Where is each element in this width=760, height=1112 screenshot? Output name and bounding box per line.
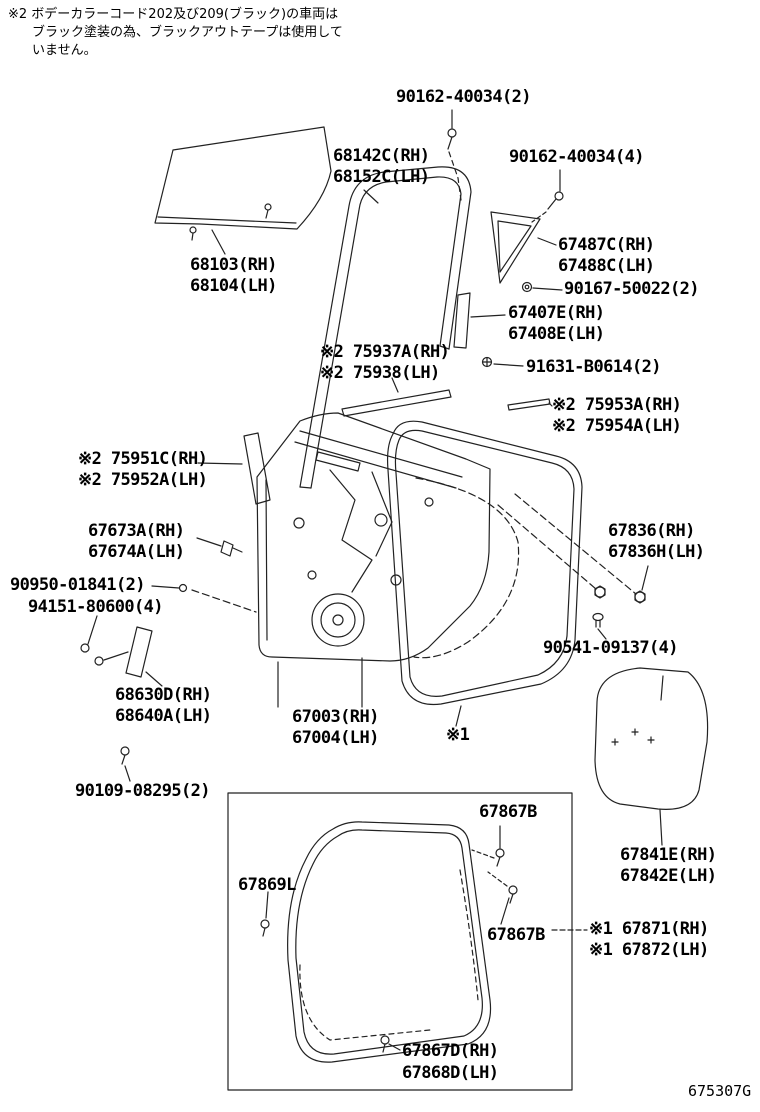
inset-box (227, 792, 573, 1091)
label-67872-LH: ※1 67872(LH) (589, 940, 709, 960)
blackout-tape-75951-shape (197, 432, 271, 505)
label-68630D-RH: 68630D(RH) (115, 685, 212, 705)
grommet-90541-icon (592, 612, 607, 640)
label-68104-LH: 68104(LH) (190, 276, 277, 296)
label-67871-RH: ※1 67871(RH) (589, 919, 709, 939)
label-67673A-RH: 67673A(RH) (88, 521, 185, 541)
label-67867D-RH: 67867D(RH) (402, 1041, 499, 1061)
label-75937A-RH: ※2 75937A(RH) (320, 342, 450, 362)
label-67004-LH: 67004(LH) (292, 728, 379, 748)
door-glass-shape (154, 126, 332, 255)
glass-run-channel-shape (299, 166, 472, 489)
screw-90950-icon (151, 583, 188, 593)
label-ref-1: ※1 (446, 725, 470, 745)
label-75954A-LH: ※2 75954A(LH) (552, 416, 682, 436)
label-67487C-RH: 67487C(RH) (558, 235, 655, 255)
label-67003-RH: 67003(RH) (292, 707, 379, 727)
label-67674A-LH: 67674A(LH) (88, 542, 185, 562)
bolt-67836-icon (594, 565, 649, 604)
label-90162-40034-4: 90162-40034(4) (509, 147, 644, 167)
clip-67673-icon (196, 537, 243, 557)
quarter-channel-67407-shape (453, 292, 506, 349)
panel-leader-lines (277, 657, 363, 708)
label-75938-LH: ※2 75938(LH) (320, 363, 440, 383)
label-67867B-mid: 67867B (487, 925, 545, 945)
screw-67867B-mid-icon (487, 871, 518, 925)
screw-67867D-icon (380, 1035, 401, 1053)
label-68142C-RH: 68142C(RH) (333, 146, 430, 166)
label-67841E-RH: 67841E(RH) (620, 845, 717, 865)
label-94151-80600-4: 94151-80600(4) (28, 597, 163, 617)
label-67869L: 67869L (238, 875, 296, 895)
screw-90162-2-icon (447, 109, 462, 201)
weatherstrip-67871-shape (287, 821, 492, 1063)
label-90541-09137-4: 90541-09137(4) (543, 638, 678, 658)
door-pad-shape (594, 667, 709, 846)
label-90167-50022-2: 90167-50022(2) (564, 279, 699, 299)
label-67868D-LH: 67868D(LH) (402, 1063, 499, 1083)
weatherstrip-door-opening-shape (386, 420, 583, 727)
label-75952A-LH: ※2 75952A(LH) (78, 470, 208, 490)
door-panel-shape (256, 412, 491, 662)
bolt-94151-icon (80, 615, 104, 666)
label-67408E-LH: 67408E(LH) (508, 324, 605, 344)
label-90162-40034-2: 90162-40034(2) (396, 87, 531, 107)
blackout-tape-75953-shape (507, 398, 553, 411)
label-67407E-RH: 67407E(RH) (508, 303, 605, 323)
screw-67867B-top-icon (471, 825, 505, 867)
blackout-tape-75937-shape (341, 377, 452, 417)
label-67488C-LH: 67488C(LH) (558, 256, 655, 276)
label-68103-RH: 68103(RH) (190, 255, 277, 275)
label-67836-RH: 67836(RH) (608, 521, 695, 541)
note-line-2: ブラック塗装の為、ブラックアウトテープは使用して (32, 25, 343, 40)
clip-67869-icon (260, 891, 270, 937)
door-check-shape (103, 626, 163, 687)
screw-91631-icon (481, 356, 524, 368)
label-68640A-LH: 68640A(LH) (115, 706, 212, 726)
screw-90162-4-icon (531, 169, 564, 223)
label-67842E-LH: 67842E(LH) (620, 866, 717, 886)
door-outline-dashed (191, 477, 637, 659)
label-75951C-RH: ※2 75951C(RH) (78, 449, 208, 469)
label-68152C-LH: 68152C(LH) (333, 167, 430, 187)
quarter-window-frame-shape (490, 211, 557, 284)
label-90950-01841-2: 90950-01841(2) (10, 575, 145, 595)
note-line-1: ※2 ボデーカラーコード202及び209(ブラック)の車両は (8, 7, 339, 22)
label-67836H-LH: 67836H(LH) (608, 542, 705, 562)
label-75953A-RH: ※2 75953A(RH) (552, 395, 682, 415)
label-91631-B0614-2: 91631-B0614(2) (526, 357, 661, 377)
grommet-90167-icon (521, 281, 563, 293)
screw-90109-icon (120, 746, 131, 782)
diagram-code: 675307G (688, 1082, 752, 1100)
label-67867B-top: 67867B (479, 802, 537, 822)
label-90109-08295-2: 90109-08295(2) (75, 781, 210, 801)
note-line-3: いません。 (32, 43, 97, 58)
